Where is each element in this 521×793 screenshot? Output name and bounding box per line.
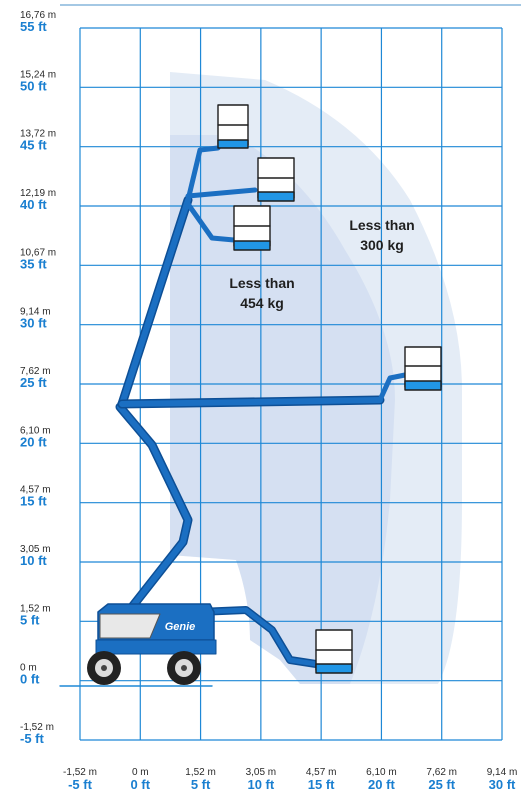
y-label-feet: -5 ft	[20, 731, 45, 746]
y-label-metric: 15,24 m	[20, 69, 56, 80]
y-label-feet: 40 ft	[20, 197, 47, 212]
platform-mid	[233, 205, 271, 251]
x-label-metric: 9,14 m	[487, 767, 518, 778]
y-label-feet: 5 ft	[20, 612, 40, 627]
x-label-feet: 15 ft	[308, 777, 335, 792]
platform-low	[315, 629, 353, 674]
jib-top-3	[185, 201, 237, 243]
y-label-feet: 20 ft	[20, 434, 47, 449]
y-label-metric: 4,57 m	[20, 485, 51, 496]
jib-top-2	[185, 187, 258, 199]
y-label-feet: 55 ft	[20, 19, 47, 34]
x-label-feet: -5 ft	[68, 777, 93, 792]
y-label-metric: 16,76 m	[20, 10, 56, 21]
y-axis-labels: 16,76 m55 ft 15,24 m50 ft 13,72 m45 ft 12,1…	[20, 10, 56, 746]
platform-top	[217, 104, 249, 149]
x-label-metric: 1,52 m	[185, 767, 216, 778]
y-label-feet: 25 ft	[20, 375, 47, 390]
zone-inner-line1: Less than	[229, 275, 294, 291]
y-label-feet: 35 ft	[20, 256, 47, 271]
front-wheel	[87, 651, 121, 685]
platform-upper	[257, 157, 295, 202]
zone-inner-line2: 454 kg	[240, 295, 284, 311]
inner-envelope-454kg	[170, 135, 395, 684]
jib-horizontal	[377, 372, 408, 403]
y-label-metric: 13,72 m	[20, 129, 56, 140]
y-label-metric: 9,14 m	[20, 307, 51, 318]
x-label-metric: 6,10 m	[366, 767, 397, 778]
x-label-metric: 7,62 m	[426, 767, 457, 778]
platform-horizontal	[404, 346, 442, 391]
y-label-feet: 15 ft	[20, 494, 47, 509]
x-label-feet: 25 ft	[428, 777, 455, 792]
y-label-metric: 7,62 m	[20, 366, 51, 377]
y-label-feet: 50 ft	[20, 78, 47, 93]
y-label-metric: -1,52 m	[20, 722, 54, 733]
y-label-feet: 30 ft	[20, 316, 47, 331]
x-label-metric: 4,57 m	[306, 767, 337, 778]
x-label-feet: 10 ft	[247, 777, 274, 792]
rear-wheel	[167, 651, 201, 685]
y-label-metric: 1,52 m	[20, 603, 51, 614]
y-label-feet: 10 ft	[20, 553, 47, 568]
y-label-metric: 6,10 m	[20, 425, 51, 436]
x-label-feet: 5 ft	[191, 777, 211, 792]
x-axis-labels: -1,52 m-5 ft 0 m0 ft 1,52 m5 ft 3,05 m10 ft…	[63, 767, 517, 792]
x-label-metric: 3,05 m	[246, 767, 277, 778]
x-label-metric: 0 m	[132, 767, 149, 778]
y-label-metric: 12,19 m	[20, 188, 56, 199]
brand-logo: Genie	[165, 621, 196, 633]
x-label-feet: 0 ft	[131, 777, 151, 792]
zone-outer-line2: 300 kg	[360, 237, 404, 253]
y-label-metric: 0 m	[20, 663, 37, 674]
jib-top-1	[185, 145, 221, 203]
y-label-metric: 3,05 m	[20, 544, 51, 555]
boom-lift: Genie	[59, 104, 442, 687]
x-label-feet: 30 ft	[489, 777, 516, 792]
zone-outer-line1: Less than	[349, 217, 414, 233]
x-label-feet: 20 ft	[368, 777, 395, 792]
y-label-metric: 10,67 m	[20, 247, 56, 258]
y-label-feet: 45 ft	[20, 138, 47, 153]
x-label-metric: -1,52 m	[63, 767, 97, 778]
chassis: Genie	[95, 603, 217, 655]
y-label-feet: 0 ft	[20, 672, 40, 687]
